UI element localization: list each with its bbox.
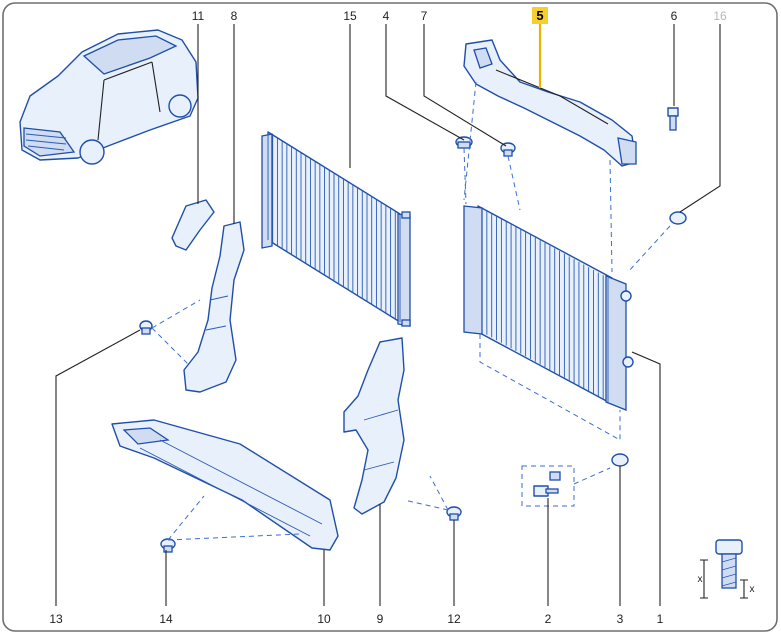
callout-13[interactable]: 13 bbox=[49, 612, 63, 626]
callout-labels: 11 8 15 4 7 5 6 16 13 14 10 9 12 2 3 1 bbox=[49, 7, 727, 626]
callout-3[interactable]: 3 bbox=[617, 612, 624, 626]
callout-15[interactable]: 15 bbox=[343, 9, 357, 23]
callout-1[interactable]: 1 bbox=[657, 612, 664, 626]
lower-deflector-part bbox=[111, 419, 339, 551]
clip-13 bbox=[139, 320, 153, 335]
callout-12[interactable]: 12 bbox=[447, 612, 461, 626]
callout-10[interactable]: 10 bbox=[317, 612, 331, 626]
callout-6[interactable]: 6 bbox=[671, 9, 678, 23]
clip-12 bbox=[446, 506, 462, 521]
grommet-16 bbox=[669, 211, 687, 225]
svg-text:x: x bbox=[750, 584, 755, 595]
callout-11[interactable]: 11 bbox=[192, 9, 205, 23]
bolt-dimension-icon: x x bbox=[698, 539, 755, 599]
radiator-part bbox=[463, 205, 634, 411]
right-air-guide-part bbox=[343, 337, 405, 515]
callout-5[interactable]: 5 bbox=[536, 8, 543, 23]
svg-text:x: x bbox=[698, 574, 703, 585]
callout-7[interactable]: 7 bbox=[421, 9, 428, 23]
bolt-6 bbox=[667, 107, 679, 131]
grommet-3 bbox=[611, 453, 629, 467]
upper-bracket-part bbox=[463, 39, 637, 167]
callout-9[interactable]: 9 bbox=[377, 612, 384, 626]
condenser-part bbox=[261, 131, 411, 327]
clip-7 bbox=[500, 142, 516, 157]
callout-4[interactable]: 4 bbox=[383, 9, 390, 23]
callout-16[interactable]: 16 bbox=[713, 9, 727, 23]
clip-14 bbox=[160, 538, 176, 553]
car-thumbnail-icon bbox=[19, 29, 199, 165]
assembly-guide-lines bbox=[151, 81, 671, 541]
callout-14[interactable]: 14 bbox=[159, 612, 173, 626]
callout-highlight-5 bbox=[532, 7, 548, 24]
seal-part bbox=[171, 199, 215, 251]
callout-8[interactable]: 8 bbox=[231, 9, 238, 23]
callout-leaders bbox=[55, 24, 721, 606]
callout-2[interactable]: 2 bbox=[545, 612, 552, 626]
left-air-guide-part bbox=[183, 221, 245, 393]
